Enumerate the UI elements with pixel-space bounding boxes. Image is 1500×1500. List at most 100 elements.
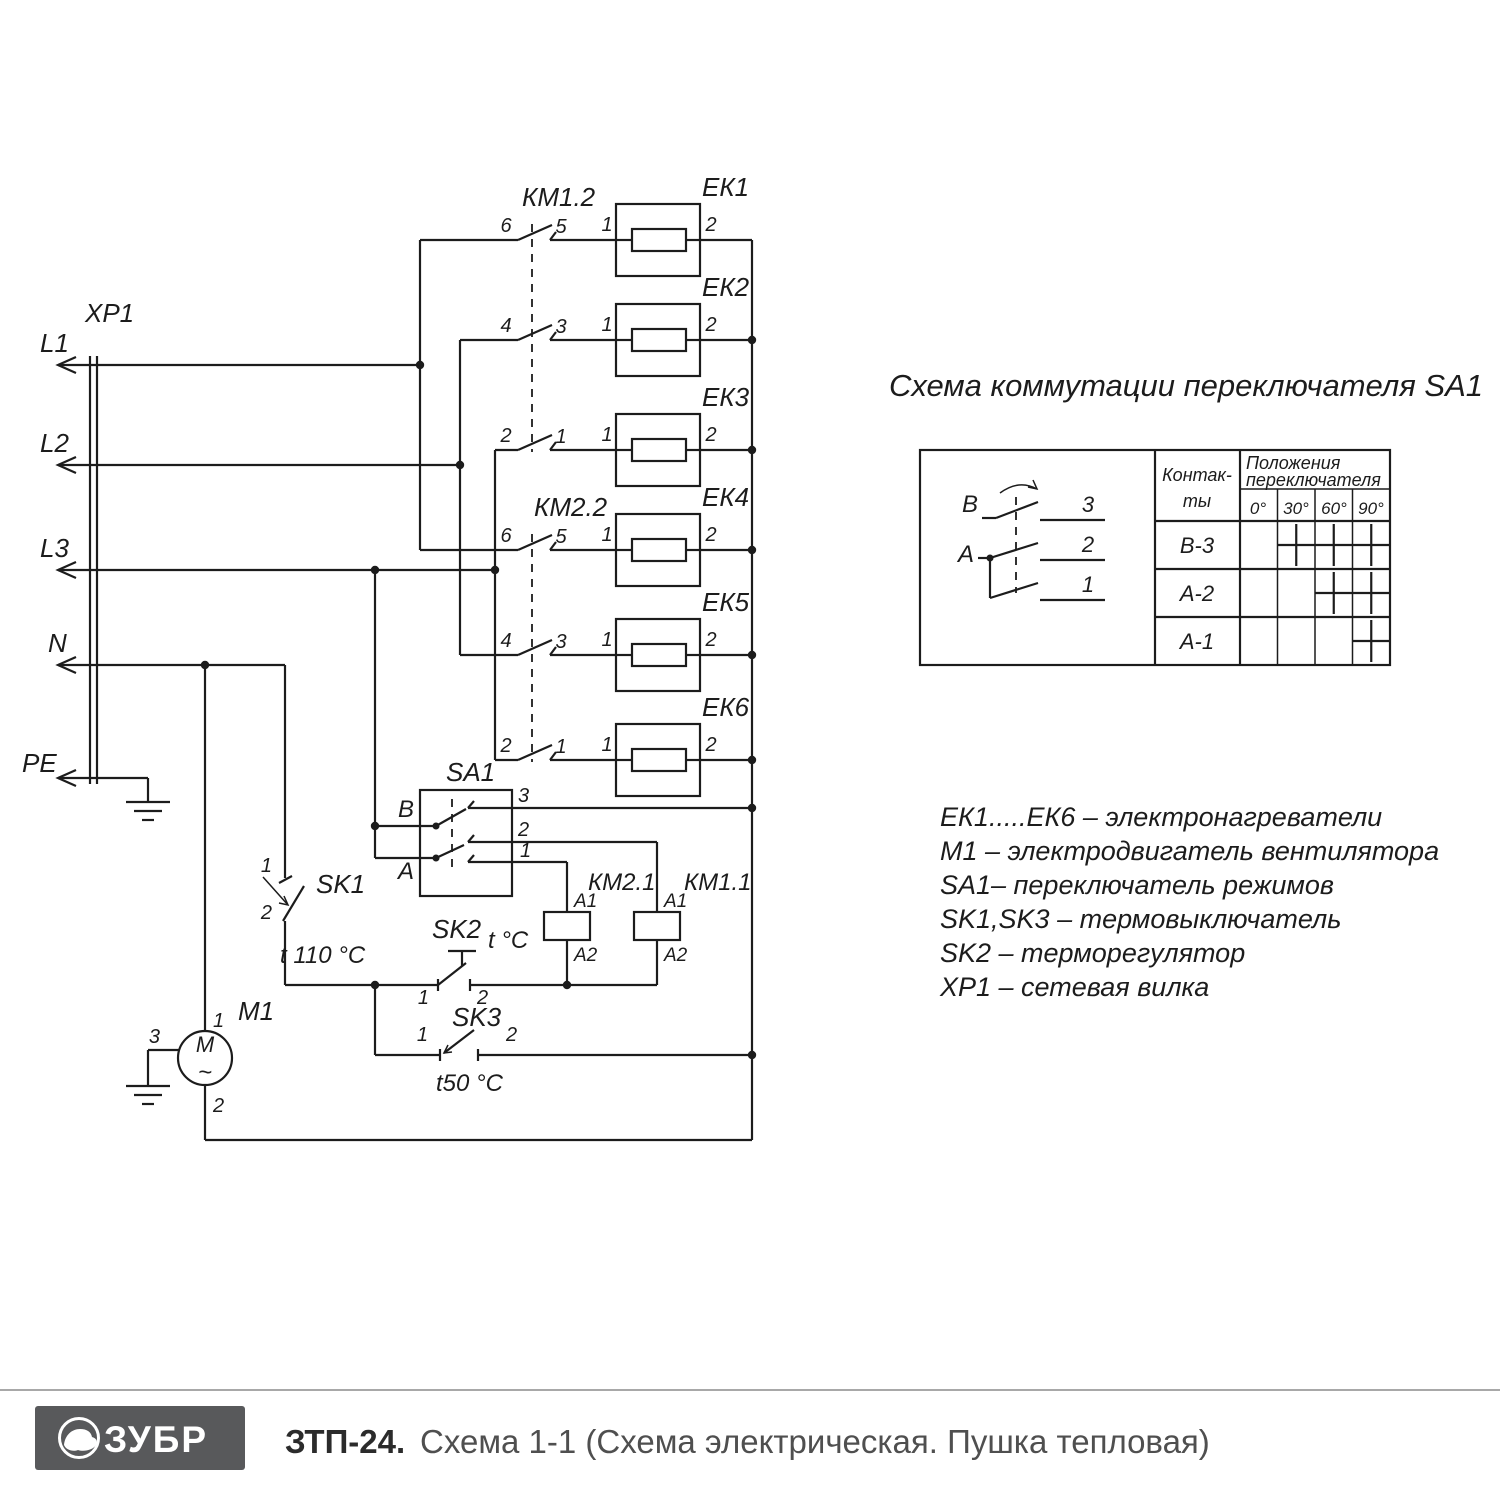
contact-tick [549,751,557,761]
switch-arm [435,844,465,859]
footer-model: ЗТП-24. [285,1423,405,1460]
switch-arm [435,808,467,827]
row-name-a2: А-2 [1178,581,1214,606]
legend-item: SK2 – терморегулятор [940,938,1245,968]
contact-arm [517,743,553,762]
sk1-label: SK1 [316,869,365,899]
sk2-terminal-2: 2 [476,987,488,1009]
motor-terminal-1: 1 [213,1010,224,1032]
contact-arm [517,433,553,452]
contactor-coils: КМ2.1 КМ1.1 А1 А2 А1 А2 [470,842,752,990]
line-label-pe: PE [22,748,57,778]
heater-label: ЕК4 [702,482,749,512]
pictogram-c3: 3 [1082,492,1095,517]
contacts-header: ты [1183,491,1211,511]
motor-terminal-2: 2 [212,1095,224,1117]
km21-label: КМ2.1 [588,869,656,896]
junction-dot [490,565,500,575]
thermal-arrow-head [442,1044,453,1054]
contact-terminal-number: 5 [555,526,567,548]
junction-dot [370,565,380,575]
sk3-th ermal-cutout: SK3 1 2 t50 °C [373,985,752,1097]
coil-km11 [632,910,682,942]
heater-label: ЕК2 [702,272,750,302]
legend-item: М1 – электродвигатель вентилятора [940,836,1439,866]
km22-label: КМ2.2 [534,492,608,522]
pictogram-pole-b: В [962,491,978,518]
sa1-label: SA1 [446,757,495,787]
heater-label: ЕК6 [702,692,750,722]
bison-icon [64,1429,97,1451]
contact-terminal-number: 4 [500,315,511,337]
sa1-out-2: 2 [517,819,529,841]
angle-90: 90° [1358,499,1384,518]
contact-terminal-number: 6 [500,215,512,237]
heater-terminal-number: 1 [601,734,612,756]
sk3-terminal-1: 1 [417,1024,428,1046]
line-label-n: N [48,628,67,658]
heater-label: ЕК1 [702,172,749,202]
heater-terminal-number: 2 [704,424,716,446]
coil-terminal-a1: А1 [663,891,687,912]
sk3-temp: t50 °C [436,1070,504,1097]
contact-arm [517,533,553,552]
sk3-terminal-2: 2 [505,1024,517,1046]
contact-arm [517,223,553,242]
junction-dot [415,360,425,370]
sk2-label: SK2 [432,914,482,944]
contact-terminal-number: 2 [499,425,511,447]
sk1-terminal-1: 1 [261,855,272,877]
contact-terminal-number: 6 [500,525,512,547]
km11-label: КМ1.1 [684,869,752,896]
heater-element [630,227,688,253]
contact-tick [467,854,475,863]
motor-label: М1 [238,996,274,1026]
heater-terminal-number: 2 [704,524,716,546]
heater-terminal-number: 1 [601,524,612,546]
line-label-l3: L3 [40,533,69,563]
contact-terminal-number: 3 [555,316,566,338]
sa1-pole-a: А [396,858,414,885]
legend-item: ЕК1.....ЕК6 – электронагреватели [940,802,1382,832]
power-plug: ХР1 L1 L2 L3 N PE [22,298,495,822]
brand-logo-text: ЗУБР [104,1419,208,1460]
pictogram-pole-a: А [956,541,974,568]
motor-wave: ~ [198,1059,212,1086]
commutation-panel: Схема коммутации переключателя SA1 Конта… [889,368,1483,667]
positions-header: Положения [1246,453,1341,473]
contact-terminal-number: 3 [555,631,566,653]
rotation-arrow-head [1027,479,1039,491]
line-label-l1: L1 [40,328,69,358]
contact-arm [517,638,553,657]
contact-tick [549,441,557,451]
switch-pictogram: 3 2 1 В А [956,479,1105,602]
pictogram-c2: 2 [1081,532,1094,557]
phase-feeders [370,240,500,860]
sk1-thermal-cutout: 1 2 SK1 t 110 °C [260,665,438,990]
heater-element [630,537,688,563]
coil-terminal-a2: А2 [663,945,688,966]
pictogram-c1: 1 [1082,572,1094,597]
switch-arm [989,581,1039,600]
row-name-a1: А-1 [1178,629,1214,654]
sa1-mode-switch: SA1 В А 3 2 1 [396,757,752,898]
heater-terminal-number: 2 [704,629,716,651]
coil-terminal-a2: А2 [573,945,598,966]
fan-motor: M ~ М1 1 2 3 [126,660,274,1140]
contact-tick [549,331,557,341]
legend: ЕК1.....ЕК6 – электронагреватели М1 – эл… [939,802,1439,1002]
sk2-terminal-1: 1 [418,987,429,1009]
switch-arm [989,541,1039,560]
contact-tick [467,834,475,843]
sk2-temp: t °C [488,927,529,954]
contact-terminal-number: 5 [555,216,567,238]
motor-letter: M [196,1032,215,1057]
angle-30: 30° [1283,499,1309,518]
km12-label: КМ1.2 [522,182,596,212]
switch-arm [437,962,467,986]
contact-tick [549,646,557,656]
thermal-arrow [262,876,289,906]
junction-dot [455,460,465,470]
